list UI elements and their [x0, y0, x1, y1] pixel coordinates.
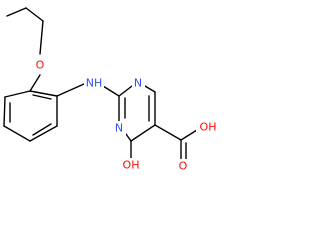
- bond-ph-1: [4, 90, 31, 98]
- bond-ph-2: [3, 96, 6, 127]
- ether-oxygen-label: O: [36, 59, 45, 72]
- bond-ph-double-b: [32, 123, 52, 136]
- bond-ph-double-c: [32, 94, 52, 100]
- bond-c2-n1: [118, 85, 133, 97]
- bond-c2-c3: [25, 7, 44, 22]
- molecule-drawing: O NH N N OH O OH: [3, 7, 220, 173]
- bond-c5-c4: [130, 124, 156, 142]
- bond-c5-cooh: [154, 124, 182, 141]
- bond-o-aryl: [29, 74, 41, 92]
- bond-ph-4: [29, 125, 58, 142]
- bond-c3-o: [39, 20, 44, 55]
- amine-nh-label: NH: [86, 77, 103, 90]
- bond-nh-c2: [102, 85, 120, 97]
- hydroxy-label: OH: [123, 159, 140, 172]
- carboxyl-oxygen-label: O: [179, 160, 188, 173]
- ring-n1-label: N: [134, 77, 142, 90]
- carboxyl-hydroxy-label: OH: [200, 121, 217, 134]
- bond-c-oh: [180, 129, 198, 141]
- bond-ph-3: [3, 125, 31, 142]
- bond-c1-c2: [6, 7, 27, 17]
- bond-layer: [3, 7, 198, 161]
- bond-c4-n3: [125, 133, 132, 142]
- bond-n1-c6: [144, 85, 156, 93]
- structure-canvas: O NH N N OH O OH: [3, 7, 220, 173]
- bond-ph-6: [29, 90, 58, 97]
- atom-label-layer: O NH N N OH O OH: [34, 58, 220, 173]
- bond-aryl-nh: [56, 83, 85, 97]
- ring-n3-label: N: [115, 122, 123, 135]
